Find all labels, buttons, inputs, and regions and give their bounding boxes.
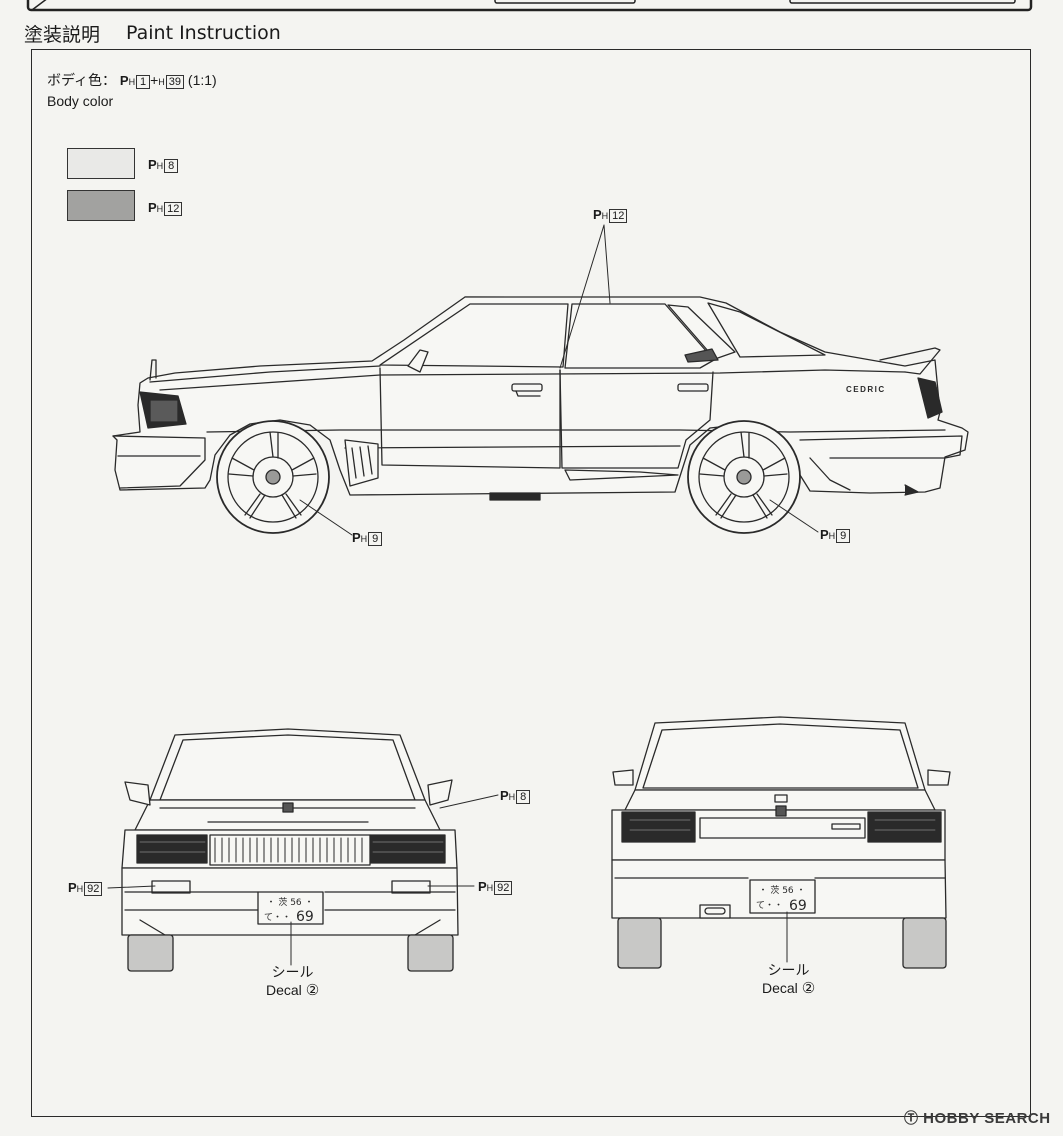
rear-decal-en: Decal (762, 980, 798, 996)
front-plate-line2a: て・・ (264, 913, 291, 923)
title-jp: 塗装説明 (24, 23, 101, 46)
front-decal-jp: シール (271, 964, 314, 980)
body-color-jp: ボディ色： (47, 72, 117, 88)
leader-front-wheel (299, 499, 353, 536)
watermark: Ⓣ HOBBY SEARCH (904, 1108, 1051, 1128)
leader-front-lamp-left (107, 885, 156, 889)
front-decal-label: シール Decal ② (266, 963, 319, 999)
rear-plate-line2b: 69 (789, 898, 807, 914)
section-title: 塗装説明 Paint Instruction (24, 20, 281, 46)
title-en: Paint Instruction (126, 22, 281, 44)
leader-front-mirror (439, 794, 499, 809)
front-view-car (121, 728, 459, 972)
side-view-car (112, 296, 969, 534)
top-strip (26, 0, 1033, 12)
swatch-light (67, 148, 135, 179)
front-decal-number: ② (305, 981, 320, 999)
rear-decal-jp: シール (767, 962, 810, 978)
leader-roof (559, 224, 611, 369)
rear-decal-number: ② (801, 979, 816, 997)
front-plate-line2b: 69 (296, 909, 314, 925)
side-badge: CEDRIC (846, 385, 886, 394)
mix-ratio: (1:1) (187, 72, 217, 88)
body-color-en: Body color (47, 93, 114, 109)
swatch-dark (67, 190, 135, 221)
watermark-text: HOBBY SEARCH (923, 1110, 1051, 1127)
rear-view-car (611, 716, 951, 969)
rear-plate-line1: ・ 茨 56 ・ (758, 884, 805, 896)
front-decal-en: Decal (266, 982, 302, 998)
plus-sign: + (150, 72, 159, 88)
diagram-frame (31, 49, 1031, 1117)
front-plate-line1: ・ 茨 56 ・ (266, 896, 313, 908)
rear-plate-line2a: て・・ (756, 901, 783, 911)
watermark-logo-icon: Ⓣ (904, 1111, 919, 1127)
rear-decal-label: シール Decal ② (762, 961, 815, 997)
leader-rear-wheel (769, 499, 819, 533)
